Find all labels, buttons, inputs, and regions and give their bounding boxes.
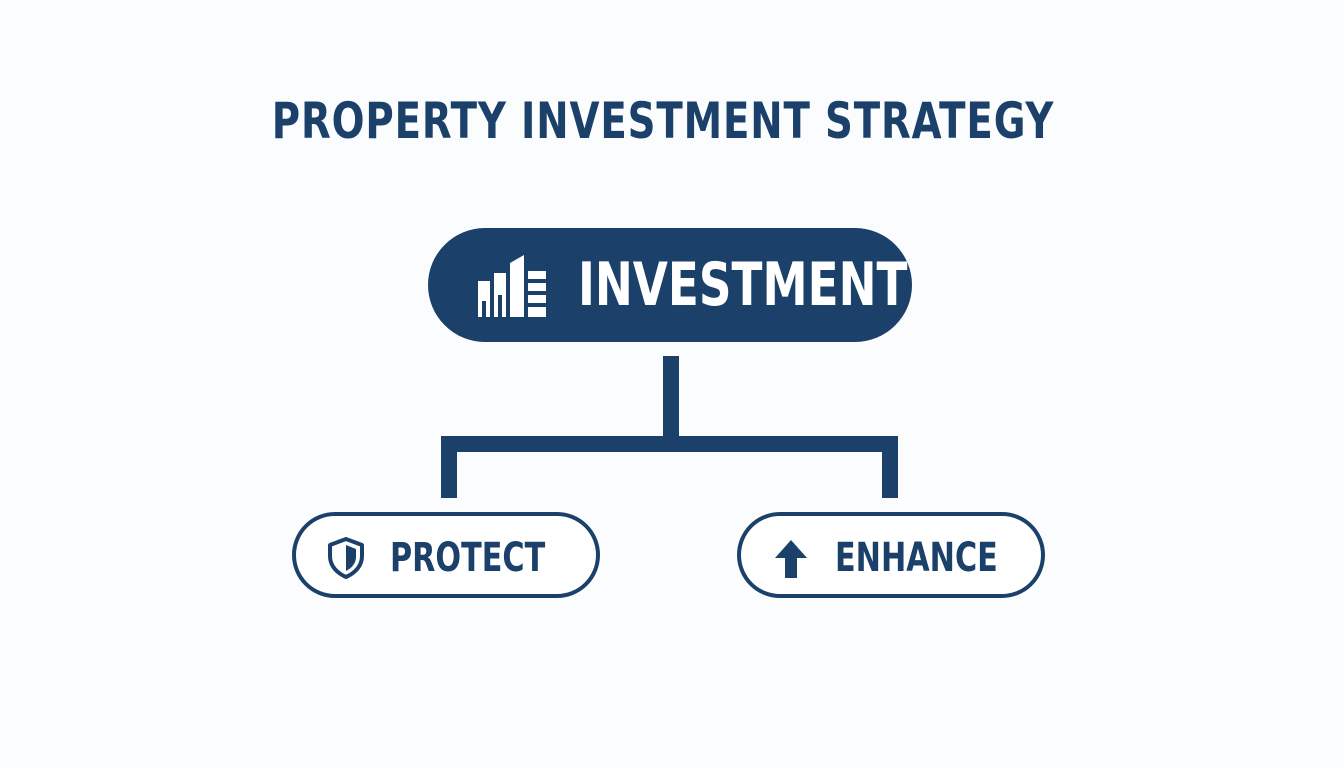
- building-chart-icon: [478, 255, 546, 317]
- shield-icon: [328, 537, 364, 579]
- connector-crossbar: [441, 436, 898, 452]
- page-title: PROPERTY INVESTMENT STRATEGY: [271, 92, 1055, 150]
- root-node-investment: [428, 228, 912, 342]
- child-node-enhance: ENHANCE: [737, 512, 1045, 598]
- child-node-label-enhance: ENHANCE: [835, 535, 998, 581]
- connector-right-drop: [882, 436, 898, 498]
- arrow-up-icon: [775, 540, 807, 578]
- connector-left-drop: [441, 436, 457, 498]
- root-node-label: INVESTMENT: [578, 250, 908, 320]
- child-node-protect: PROTECT: [292, 512, 600, 598]
- child-node-label-protect: PROTECT: [390, 535, 546, 581]
- connector-stem: [663, 356, 679, 440]
